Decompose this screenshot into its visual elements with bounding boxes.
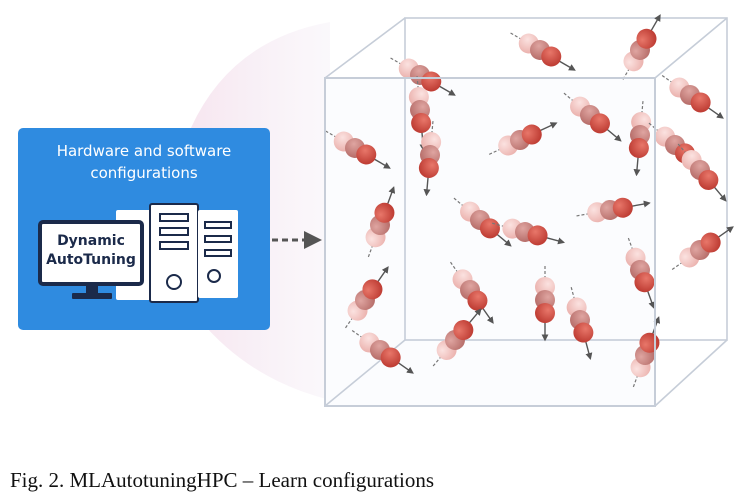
molecule-chain-icon: [418, 121, 442, 197]
dashed-arrow-icon: [272, 231, 322, 249]
molecule-chain-icon: [630, 316, 661, 388]
molecule-chain-icon: [408, 76, 432, 152]
molecule-chain-icon: [622, 14, 661, 80]
molecule-chain-icon: [566, 287, 594, 360]
molecule-chain-icon: [535, 266, 555, 342]
molecule-chain-icon: [671, 226, 734, 270]
molecule-chain-icon: [563, 92, 622, 142]
panel-title-line1: Hardware and software: [56, 142, 232, 160]
molecule-chain-icon: [576, 197, 651, 223]
monitor-label-line2: AutoTuning: [46, 252, 136, 268]
molecule-chain-icon: [510, 32, 576, 71]
molecule-cloud: [325, 14, 734, 388]
molecule-chain-icon: [628, 101, 652, 177]
monitor-icon: [38, 220, 144, 299]
cube-wireframe: [324, 17, 728, 407]
figure-caption: Fig. 2. MLAutotuningHPC – Learn configur…: [10, 468, 435, 492]
molecule-chain-icon: [325, 130, 391, 169]
panel-title-line2: configurations: [90, 164, 198, 182]
molecule-chain-icon: [450, 261, 494, 324]
molecule-chain-icon: [345, 266, 389, 329]
molecule-chain-icon: [432, 308, 482, 367]
panel-title: Hardware and software configurations: [18, 140, 270, 184]
molecule-chain-icon: [677, 143, 727, 202]
molecule-chain-icon: [390, 57, 456, 96]
molecule-chain-icon: [492, 218, 565, 246]
cube-front-frame: [324, 77, 656, 407]
molecule-chain-icon: [351, 330, 414, 374]
monitor-label: Dynamic AutoTuning: [46, 232, 136, 270]
molecule-chain-icon: [661, 75, 724, 119]
molecule-chain-icon: [365, 186, 396, 258]
molecule-chain-icon: [488, 122, 558, 156]
molecule-chain-icon: [625, 237, 656, 309]
monitor-label-line1: Dynamic: [57, 233, 125, 249]
